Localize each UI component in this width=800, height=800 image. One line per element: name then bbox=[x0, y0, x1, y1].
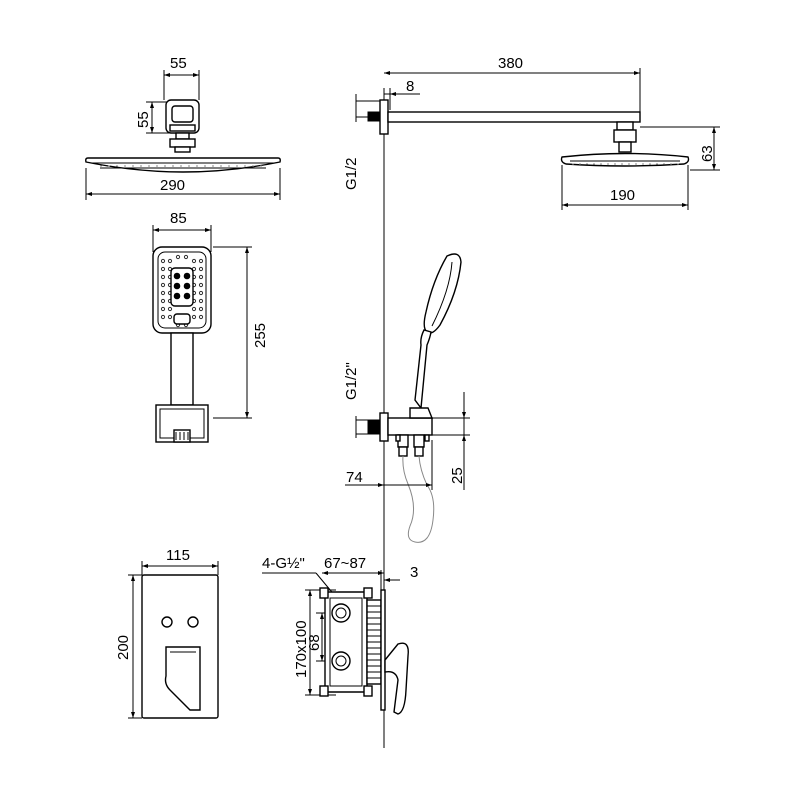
shower-arm-side-view: 380 8 G1/2 63 190 bbox=[343, 55, 720, 210]
dim-arm-thread: G1/2 bbox=[343, 157, 360, 190]
dim-box-spacing: 68 bbox=[306, 634, 323, 651]
handset-jets bbox=[173, 272, 191, 300]
dim-arm-length: 380 bbox=[498, 55, 523, 72]
trim-plate-front-view: 115 200 bbox=[115, 547, 219, 719]
dim-head-side-width: 190 bbox=[610, 187, 635, 204]
dim-wall-depth-range: 67~87 bbox=[324, 555, 366, 572]
dim-head-top-height: 55 bbox=[135, 111, 152, 128]
concealed-valve-side-view: 4-G½" 67~87 3 170x100 68 bbox=[262, 555, 418, 715]
dim-head-top-width: 55 bbox=[170, 55, 187, 72]
dim-head-diameter: 290 bbox=[160, 177, 185, 194]
hand-shower-front-view: 85 255 bbox=[152, 210, 269, 443]
dim-arm-wall-depth: 8 bbox=[406, 78, 414, 95]
dim-valve-connections: 4-G½" bbox=[262, 555, 305, 572]
dim-head-drop: 63 bbox=[699, 145, 716, 162]
dim-box-size: 170x100 bbox=[293, 620, 310, 678]
dim-handset-width: 85 bbox=[170, 210, 187, 227]
dim-plate-width: 115 bbox=[166, 547, 190, 564]
dim-outlet-depth: 74 bbox=[346, 469, 363, 486]
shower-head-front-view: 55 55 290 bbox=[85, 55, 281, 200]
dim-plate-thickness: 3 bbox=[410, 564, 418, 581]
dim-handset-height: 255 bbox=[252, 323, 269, 348]
hand-shower-side-view: G1/2" 25 74 bbox=[343, 253, 470, 543]
dim-outlet-height: 25 bbox=[449, 467, 466, 484]
dim-plate-height: 200 bbox=[115, 635, 132, 660]
dim-outlet-thread: G1/2" bbox=[343, 362, 360, 400]
